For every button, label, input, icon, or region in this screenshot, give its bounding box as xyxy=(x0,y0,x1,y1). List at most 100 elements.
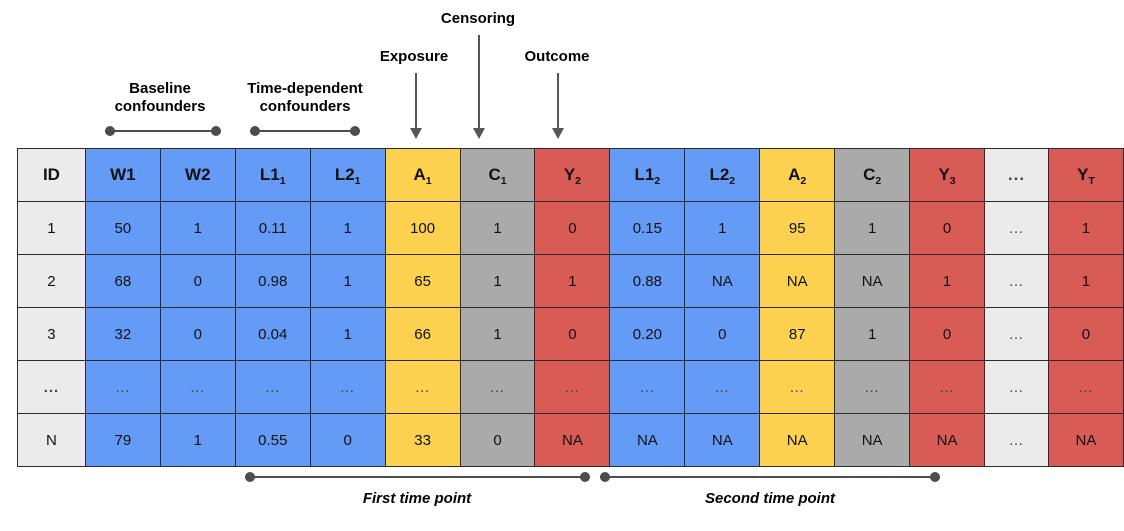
cell-w1: … xyxy=(84,360,161,414)
column-header-y-t[interactable]: YT xyxy=(1047,148,1124,202)
arrow-head xyxy=(473,128,485,139)
column-header-l1-2[interactable]: L12 xyxy=(609,148,686,202)
annotation-baseline-confounders: Baseline confounders xyxy=(114,80,206,115)
cell-l2-2: 1 xyxy=(684,201,761,255)
cell-w1: 50 xyxy=(84,201,161,255)
cell-ell: … xyxy=(984,413,1049,467)
cell-l1-1: 0.98 xyxy=(234,254,311,308)
exposure-arrow-icon xyxy=(409,73,423,139)
cell-c-1: 1 xyxy=(459,254,536,308)
column-header-l1-1[interactable]: L11 xyxy=(234,148,311,202)
column-header-y-3[interactable]: Y3 xyxy=(909,148,986,202)
cell-a-1: … xyxy=(384,360,461,414)
annotation-first-time-point: First time point xyxy=(362,490,472,507)
cell-l2-1: 1 xyxy=(309,307,386,361)
cell-l1-2: … xyxy=(609,360,686,414)
cell-y-3: 1 xyxy=(909,254,986,308)
cell-a-1: 100 xyxy=(384,201,461,255)
bracket-time-dependent-confounders xyxy=(250,126,360,136)
cell-ell: … xyxy=(984,307,1049,361)
cell-l1-2: NA xyxy=(609,413,686,467)
bracket-endpoint-left xyxy=(105,126,115,136)
cell-a-1: 33 xyxy=(384,413,461,467)
arrow-shaft xyxy=(415,73,417,128)
cell-y-2: 0 xyxy=(534,307,611,361)
cell-l2-1: 0 xyxy=(309,413,386,467)
cell-a-2: 95 xyxy=(759,201,836,255)
cell-y-2: 1 xyxy=(534,254,611,308)
cell-y-3: 0 xyxy=(909,201,986,255)
bracket-endpoint-right xyxy=(350,126,360,136)
cell-id: 2 xyxy=(17,254,86,308)
column-header-a-1[interactable]: A1 xyxy=(384,148,461,202)
censoring-arrow-icon xyxy=(472,35,486,139)
column-header-a-2[interactable]: A2 xyxy=(759,148,836,202)
cell-l1-1: 0.11 xyxy=(234,201,311,255)
column-header-ell[interactable]: ... xyxy=(984,148,1049,202)
cell-c-2: … xyxy=(834,360,911,414)
cell-l1-2: 0.15 xyxy=(609,201,686,255)
cell-l2-2: … xyxy=(684,360,761,414)
cell-w2: 1 xyxy=(159,201,236,255)
cell-w2: … xyxy=(159,360,236,414)
cell-a-1: 66 xyxy=(384,307,461,361)
cell-id: 1 xyxy=(17,201,86,255)
cell-c-2: NA xyxy=(834,413,911,467)
bracket-endpoint-right xyxy=(211,126,221,136)
annotation-censoring: Censoring xyxy=(440,10,516,27)
column-header-w2[interactable]: W2 xyxy=(159,148,236,202)
column-header-l2-1[interactable]: L21 xyxy=(309,148,386,202)
outcome-arrow-icon xyxy=(551,73,565,139)
cell-c-2: 1 xyxy=(834,307,911,361)
cell-l2-2: NA xyxy=(684,254,761,308)
cell-id: 3 xyxy=(17,307,86,361)
cell-a-2: NA xyxy=(759,254,836,308)
cell-id: ... xyxy=(17,360,86,414)
cell-c-1: 0 xyxy=(459,413,536,467)
annotation-outcome: Outcome xyxy=(524,48,590,65)
cell-ell: … xyxy=(984,360,1049,414)
column-header-w1[interactable]: W1 xyxy=(84,148,161,202)
cell-l1-2: 0.88 xyxy=(609,254,686,308)
bracket-baseline-confounders xyxy=(105,126,221,136)
cell-c-1: … xyxy=(459,360,536,414)
table-row[interactable]: ...…………………………………… xyxy=(17,360,1124,414)
cell-y-t: 0 xyxy=(1047,307,1124,361)
annotation-exposure: Exposure xyxy=(379,48,449,65)
column-header-c-2[interactable]: C2 xyxy=(834,148,911,202)
cell-w2: 0 xyxy=(159,254,236,308)
bracket-endpoint-left xyxy=(245,472,255,482)
cell-l2-1: 1 xyxy=(309,201,386,255)
column-header-id[interactable]: ID xyxy=(17,148,86,202)
column-header-c-1[interactable]: C1 xyxy=(459,148,536,202)
column-header-l2-2[interactable]: L22 xyxy=(684,148,761,202)
cell-y-2: … xyxy=(534,360,611,414)
cell-a-2: 87 xyxy=(759,307,836,361)
bracket-line xyxy=(600,476,940,479)
cell-y-t: 1 xyxy=(1047,201,1124,255)
cell-c-2: 1 xyxy=(834,201,911,255)
cell-w1: 79 xyxy=(84,413,161,467)
column-header-y-2[interactable]: Y2 xyxy=(534,148,611,202)
cell-l2-2: 0 xyxy=(684,307,761,361)
cell-w1: 32 xyxy=(84,307,161,361)
arrow-head xyxy=(410,128,422,139)
bracket-line xyxy=(250,130,360,133)
cell-a-2: NA xyxy=(759,413,836,467)
cell-y-3: 0 xyxy=(909,307,986,361)
cell-ell: … xyxy=(984,254,1049,308)
arrow-head xyxy=(552,128,564,139)
cell-y-3: NA xyxy=(909,413,986,467)
cell-l1-1: 0.55 xyxy=(234,413,311,467)
bracket-first-time-point xyxy=(245,472,590,482)
bracket-line xyxy=(105,130,221,133)
cell-l1-2: 0.20 xyxy=(609,307,686,361)
